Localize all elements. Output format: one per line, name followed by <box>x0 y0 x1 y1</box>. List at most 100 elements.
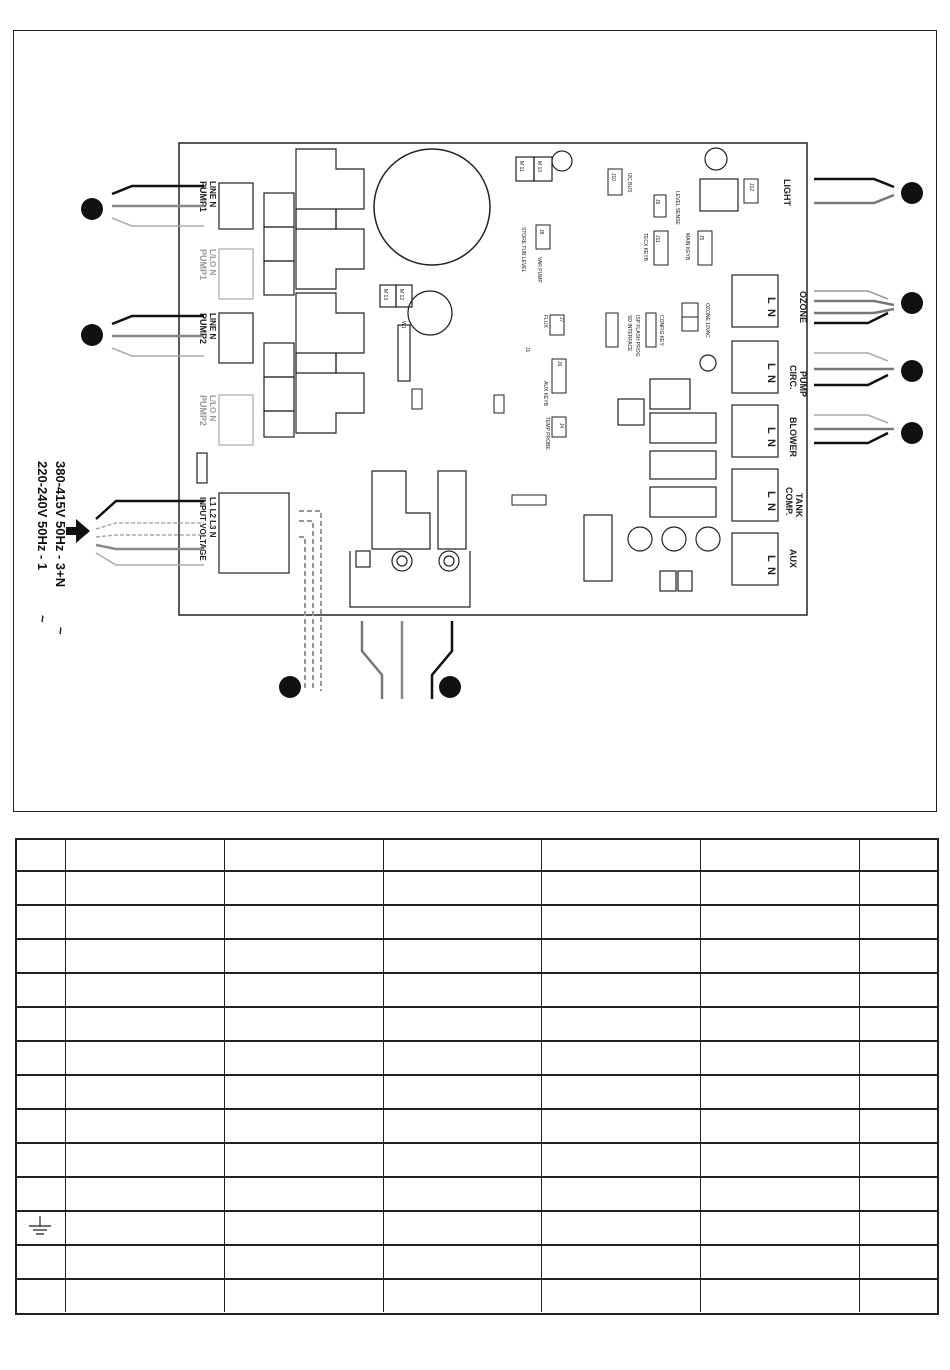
table-cell <box>224 1211 384 1245</box>
table-cell <box>700 871 861 905</box>
table-cell <box>15 871 66 905</box>
pump1-connector <box>218 182 254 230</box>
svg-text:TEMP PROBE: TEMP PROBE <box>544 417 550 450</box>
table-cell <box>541 1041 702 1075</box>
table-cell <box>224 1245 384 1279</box>
svg-text:N: N <box>765 375 777 383</box>
table-cell <box>860 871 939 905</box>
svg-text:W1: W1 <box>400 321 406 329</box>
table-cell <box>860 1075 939 1109</box>
input-lines-label: L1 L2 L3 N <box>208 497 217 538</box>
table-cell <box>700 1245 861 1279</box>
pump1-lo-label: L/LO N <box>208 249 217 275</box>
ozone-connector <box>731 274 779 328</box>
aux-label: AUX <box>788 549 798 568</box>
callout-heater <box>439 676 461 698</box>
table-row <box>15 871 939 905</box>
table-cell <box>15 905 66 939</box>
table-row <box>15 973 939 1007</box>
blower-connector <box>731 404 779 458</box>
tilde-1: ~ <box>53 627 68 635</box>
table-cell <box>224 1041 384 1075</box>
table-cell <box>65 1177 225 1211</box>
table-cell <box>541 838 702 871</box>
table-cell <box>224 1177 384 1211</box>
table-row <box>15 1211 939 1245</box>
svg-text:TECX KEYB: TECX KEYB <box>642 233 648 262</box>
circ-label-1: CIRC. <box>788 365 798 390</box>
svg-text:MAIN KEYB: MAIN KEYB <box>684 233 690 261</box>
table-cell <box>700 1041 861 1075</box>
svg-text:ISP FLASH PROG: ISP FLASH PROG <box>634 315 640 357</box>
table-cell <box>700 905 861 939</box>
table-row <box>15 905 939 939</box>
table-cell <box>860 973 939 1007</box>
earth-symbol-icon <box>15 1211 66 1245</box>
table-cell <box>860 1279 939 1312</box>
table-cell <box>541 1109 702 1143</box>
svg-text:M 11: M 11 <box>518 161 524 172</box>
svg-text:J10: J10 <box>610 173 616 181</box>
table-cell <box>860 939 939 973</box>
table-cell <box>700 1075 861 1109</box>
svg-text:L: L <box>765 555 777 562</box>
table-cell <box>860 1211 939 1245</box>
table-cell <box>224 905 384 939</box>
table-row <box>15 1245 939 1279</box>
table-row <box>15 939 939 973</box>
table-cell <box>383 1041 543 1075</box>
table-cell <box>224 973 384 1007</box>
table-cell <box>65 871 225 905</box>
pump2-lo-label: L/LO N <box>208 395 217 421</box>
table-cell <box>224 871 384 905</box>
svg-text:L: L <box>765 297 777 304</box>
pump1-label: LINE N <box>208 181 217 207</box>
table-cell <box>541 871 702 905</box>
table-cell <box>700 1211 861 1245</box>
table-cell <box>65 1109 225 1143</box>
table-cell <box>541 1177 702 1211</box>
svg-text:J5: J5 <box>698 235 704 241</box>
table-cell <box>700 1109 861 1143</box>
table-cell <box>700 1007 861 1041</box>
table-cell <box>383 1211 543 1245</box>
comp-label-1: COMP. <box>784 487 794 515</box>
table-cell <box>15 1143 66 1177</box>
table-cell <box>541 905 702 939</box>
svg-text:J1: J1 <box>524 347 530 353</box>
table-cell <box>65 905 225 939</box>
svg-text:AUX KEYB: AUX KEYB <box>542 381 548 407</box>
input-connector <box>218 492 290 574</box>
svg-text:LEVEL SENSE: LEVEL SENSE <box>674 191 680 225</box>
table-cell <box>65 939 225 973</box>
circ-label-2: PUMP <box>798 371 808 397</box>
wiring-table <box>15 838 939 1312</box>
table-cell <box>541 1211 702 1245</box>
svg-text:M 10: M 10 <box>536 161 542 172</box>
table-cell <box>65 1211 225 1245</box>
svg-text:J9: J9 <box>654 199 660 205</box>
table-cell <box>700 838 861 871</box>
tilde-2: ~ <box>35 615 50 623</box>
svg-text:OZONE 12VAC: OZONE 12VAC <box>704 303 710 338</box>
table-cell <box>65 1143 225 1177</box>
svg-text:M 13: M 13 <box>382 289 388 300</box>
table-cell <box>65 1075 225 1109</box>
table-row <box>15 1177 939 1211</box>
table-cell <box>15 1075 66 1109</box>
diagram-svg: LINE N PUMP1 L/LO N PUMP1 LINE N PUMP2 L… <box>35 142 923 699</box>
table-cell <box>65 1245 225 1279</box>
svg-text:J6: J6 <box>556 361 562 367</box>
svg-text:FLUX: FLUX <box>542 315 548 328</box>
table-row <box>15 1075 939 1109</box>
table-cell <box>224 1143 384 1177</box>
table-cell <box>15 939 66 973</box>
table-cell <box>541 973 702 1007</box>
table-cell <box>700 939 861 973</box>
table-cell <box>860 838 939 871</box>
table-cell <box>383 1075 543 1109</box>
svg-text:J12: J12 <box>748 183 754 191</box>
callout-pump2 <box>81 324 103 346</box>
pump2-title: PUMP2 <box>198 313 208 344</box>
table-cell <box>860 1143 939 1177</box>
